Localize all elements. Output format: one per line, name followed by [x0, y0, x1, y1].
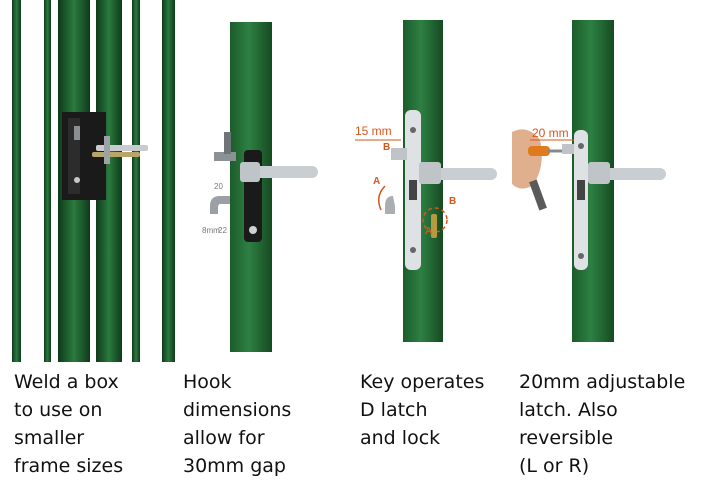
latch-annotation-20mm: 20 mm: [532, 126, 569, 140]
lock-box-weld-photo-icon: [0, 0, 175, 362]
key-annotation-A-left: A: [373, 176, 381, 187]
key-annotation-B-right: B: [449, 196, 457, 207]
hook-lock-post-photo-icon: [210, 22, 318, 352]
key-annotation-15mm: 15 mm: [355, 124, 392, 138]
key-operated-lock-photo-icon: [355, 20, 497, 342]
key-annotation-A-bottom: A: [425, 226, 433, 237]
panel-adjustable-latch: 20 mm: [510, 0, 680, 362]
caption-hook-dimensions: Hook dimensions allow for 30mm gap: [183, 371, 292, 477]
hook-annotation-20: 20: [214, 182, 223, 191]
caption-adjustable-latch: 20mm adjustable latch. Also reversible (…: [519, 371, 686, 477]
hook-annotation-8mm: 8mm: [202, 226, 220, 235]
panel-weld-box: [0, 0, 175, 362]
caption-key-operates: Key operates D latch and lock: [360, 371, 485, 449]
key-annotation-B-top: B: [383, 142, 391, 153]
caption-weld-box: Weld a box to use on smaller frame sizes: [14, 371, 124, 477]
adjustable-latch-photo-icon: [512, 20, 666, 342]
panel-hook-lock: 20 8mm 22: [200, 0, 330, 362]
panel-key-lock: 15 mm B A B A: [345, 0, 505, 362]
hook-annotation-22: 22: [218, 226, 227, 235]
